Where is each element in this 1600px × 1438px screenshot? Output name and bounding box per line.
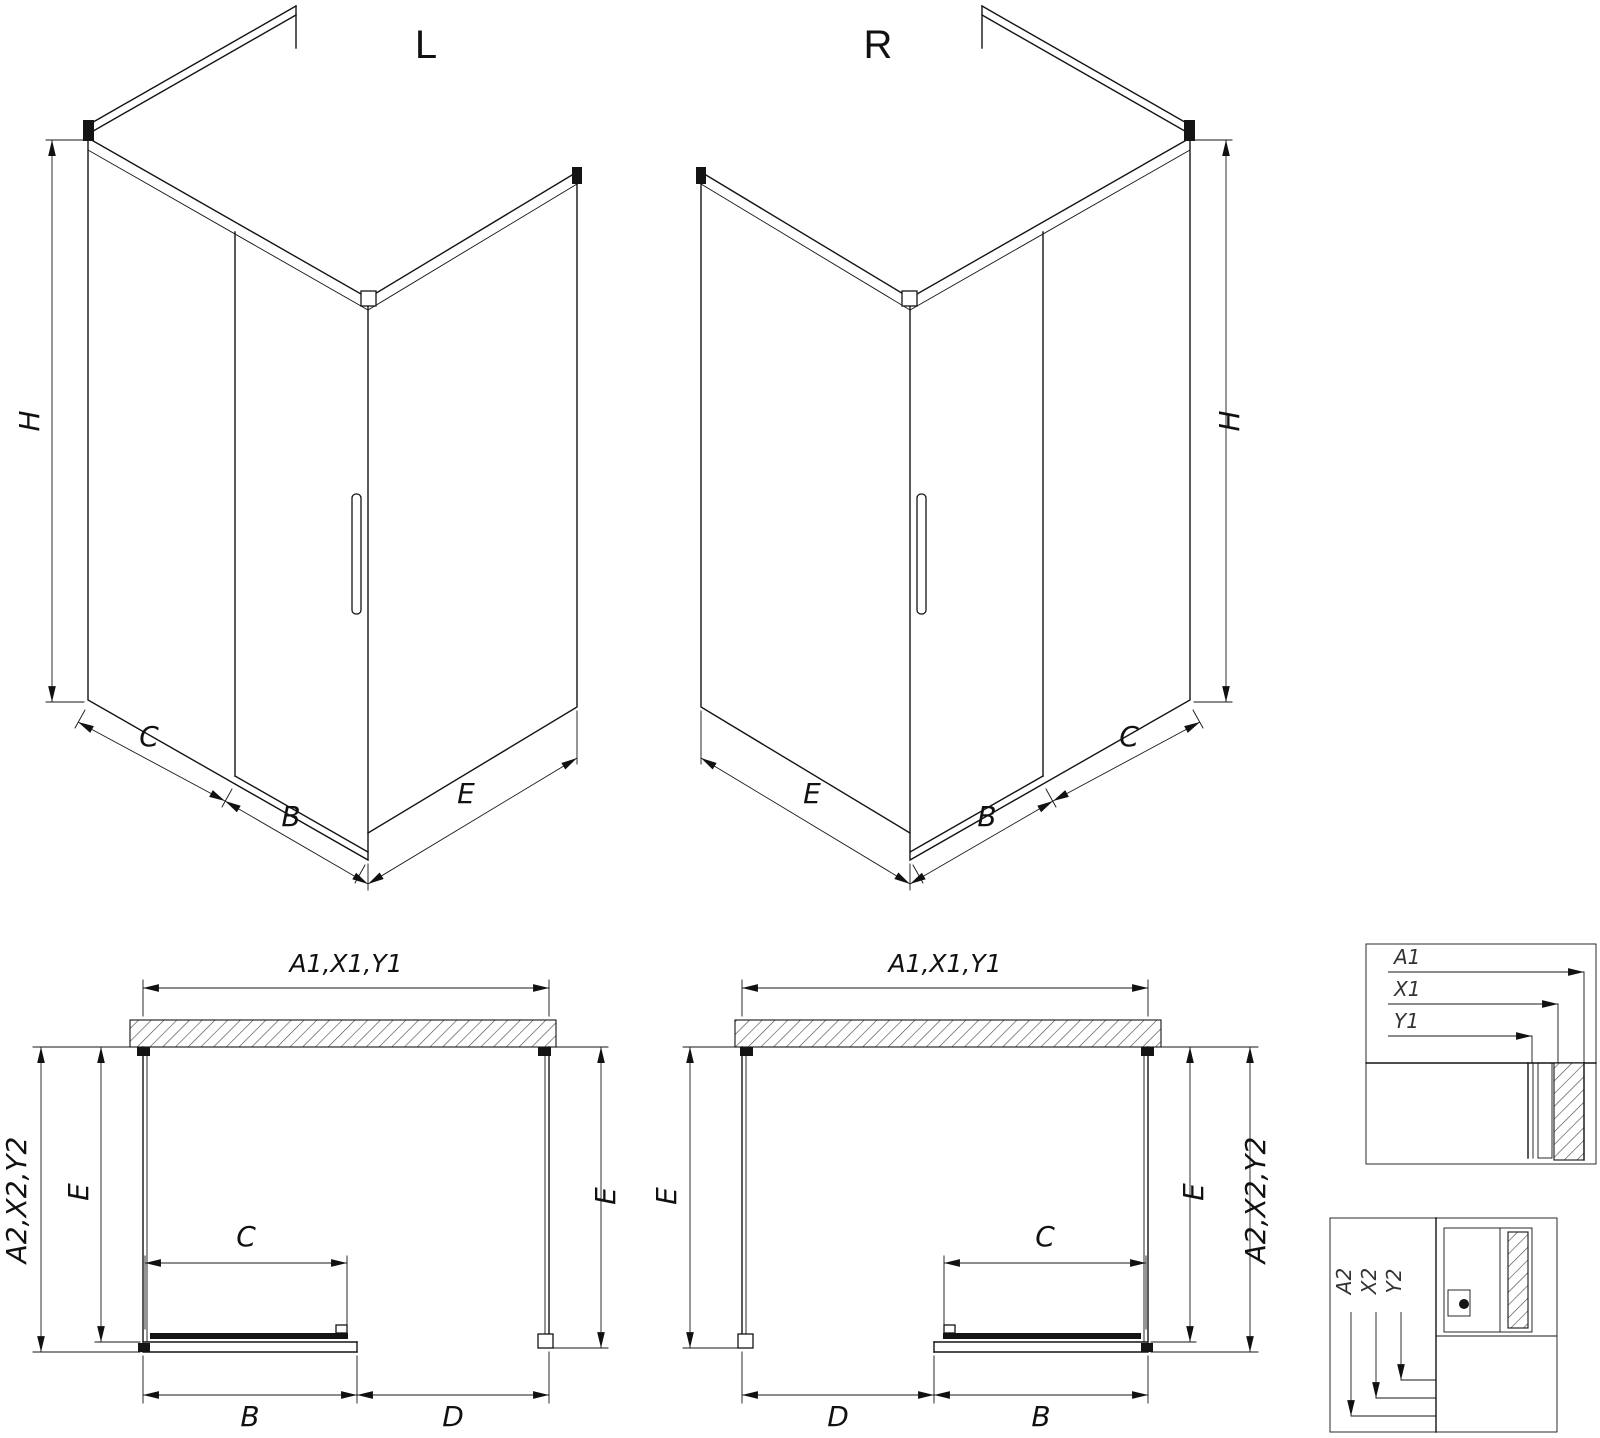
dim-label-y2: Y2 — [1382, 1269, 1406, 1294]
track-end-profile — [1141, 1343, 1153, 1352]
roller-housing — [1447, 1289, 1471, 1317]
panel-end-cap — [737, 1333, 754, 1349]
dim-label-x1: X1 — [1393, 977, 1420, 1001]
view-label-left: L — [415, 23, 437, 67]
profile-hatched-section — [1507, 1231, 1529, 1329]
fastener-dot — [1459, 1299, 1469, 1309]
dim-label-depth-right-outer: A2,X2,Y2 — [1239, 1137, 1272, 1266]
wall-section-hatched — [734, 1019, 1162, 1048]
dim-label-door: C — [1035, 1220, 1055, 1253]
dimension-line-door — [224, 800, 369, 885]
sliding-door-glass — [150, 1333, 348, 1339]
wall-hatched-section — [1553, 1062, 1585, 1161]
door-handle — [335, 1324, 348, 1334]
view-label-right: R — [864, 23, 893, 67]
iso-right-dimensions: H C B E — [700, 139, 1246, 891]
wall-profile-clamp — [740, 1047, 753, 1056]
plan-left-dimension-top: A1,X1,Y1 — [142, 949, 550, 1017]
iso-left-back-panel — [83, 5, 297, 141]
dim-label-a1: A1 — [1392, 945, 1420, 969]
iso-left-side-panel — [367, 167, 582, 834]
wall-profile-clamp — [538, 1047, 551, 1056]
dimension-line-door — [909, 800, 1054, 885]
plan-view-left: A1,X1,Y1 C B — [0, 949, 622, 1433]
wall-profile-clamp — [572, 167, 582, 184]
dimension-line-fixed — [1052, 721, 1201, 802]
dimension-line-fixed — [77, 721, 226, 802]
iso-right-back-panel — [981, 5, 1195, 141]
detail-view-width: A1 X1 Y1 — [1365, 943, 1597, 1165]
dim-label-door: B — [977, 800, 996, 833]
plan-left-dimensions: C B D A2,X2,Y2 E E — [0, 1046, 622, 1433]
wall-profile-clamp — [696, 167, 706, 184]
door-handle — [916, 493, 927, 615]
dim-label-y1: Y1 — [1394, 1009, 1419, 1033]
dim-label-depth-left: E — [650, 1187, 683, 1205]
plan-right-dimension-top: A1,X1,Y1 — [741, 949, 1149, 1017]
dim-label-fixed: C — [139, 720, 159, 753]
plan-view-right: A1,X1,Y1 C D — [650, 949, 1272, 1433]
wall-section-hatched — [129, 1019, 557, 1048]
plan-left-enclosure — [137, 1046, 554, 1353]
dim-label-door: B — [281, 800, 300, 833]
track-end-profile — [138, 1343, 150, 1352]
detail-box — [1329, 1217, 1558, 1433]
dimension-line-side — [367, 757, 578, 885]
dim-label-x2: X2 — [1357, 1268, 1381, 1295]
door-profile-section — [1443, 1227, 1533, 1333]
dim-label-door: C — [236, 1220, 256, 1253]
dim-label-fixed: C — [1119, 720, 1139, 753]
wall-profile-clamp — [83, 120, 94, 141]
detail-view-depth: A2 X2 Y2 — [1329, 1217, 1558, 1433]
dim-label-side: E — [457, 777, 475, 810]
plan-right-enclosure — [737, 1046, 1154, 1353]
dim-label-height: H — [1213, 410, 1246, 431]
dimension-line-side — [700, 757, 911, 885]
detail-box — [1365, 943, 1597, 1165]
dim-label-width-top: A1,X1,Y1 — [287, 949, 402, 978]
iso-left-door-wall — [87, 136, 369, 862]
sliding-door-glass — [943, 1333, 1141, 1339]
plan-right-dimensions: C D B E E A2,X2,Y2 — [650, 1046, 1272, 1433]
dim-label-bottom-right: B — [1031, 1400, 1050, 1433]
iso-right-door-wall — [909, 136, 1191, 862]
dim-label-bottom-left: B — [240, 1400, 259, 1433]
dim-label-width-top: A1,X1,Y1 — [886, 949, 1001, 978]
dim-label-depth-right-inner: E — [1177, 1183, 1210, 1201]
corner-connector — [360, 290, 377, 307]
dim-label-height: H — [13, 410, 46, 431]
wall-profile-clamp — [137, 1047, 150, 1056]
dim-label-bottom-right: D — [442, 1400, 464, 1433]
iso-view-left: L H — [13, 5, 582, 891]
dim-label-depth-left-inner: E — [62, 1183, 95, 1201]
wall-profile-clamp — [1141, 1047, 1154, 1056]
dim-label-side: E — [803, 777, 821, 810]
iso-left-dimensions: H C B E — [13, 139, 578, 891]
panel-end-cap — [537, 1333, 554, 1349]
iso-right-side-panel — [696, 167, 911, 834]
dim-label-depth-left-outer: A2,X2,Y2 — [0, 1137, 33, 1266]
dim-label-a2: A2 — [1332, 1268, 1356, 1296]
wall-profile-clamp — [1184, 120, 1195, 141]
wall-profile-section — [1537, 1062, 1553, 1159]
door-handle — [351, 493, 362, 615]
iso-view-right: R H — [696, 5, 1246, 891]
corner-connector — [901, 290, 918, 307]
dim-label-bottom-left: D — [827, 1400, 849, 1433]
door-handle — [943, 1324, 956, 1334]
dim-label-depth-right: E — [589, 1187, 622, 1205]
